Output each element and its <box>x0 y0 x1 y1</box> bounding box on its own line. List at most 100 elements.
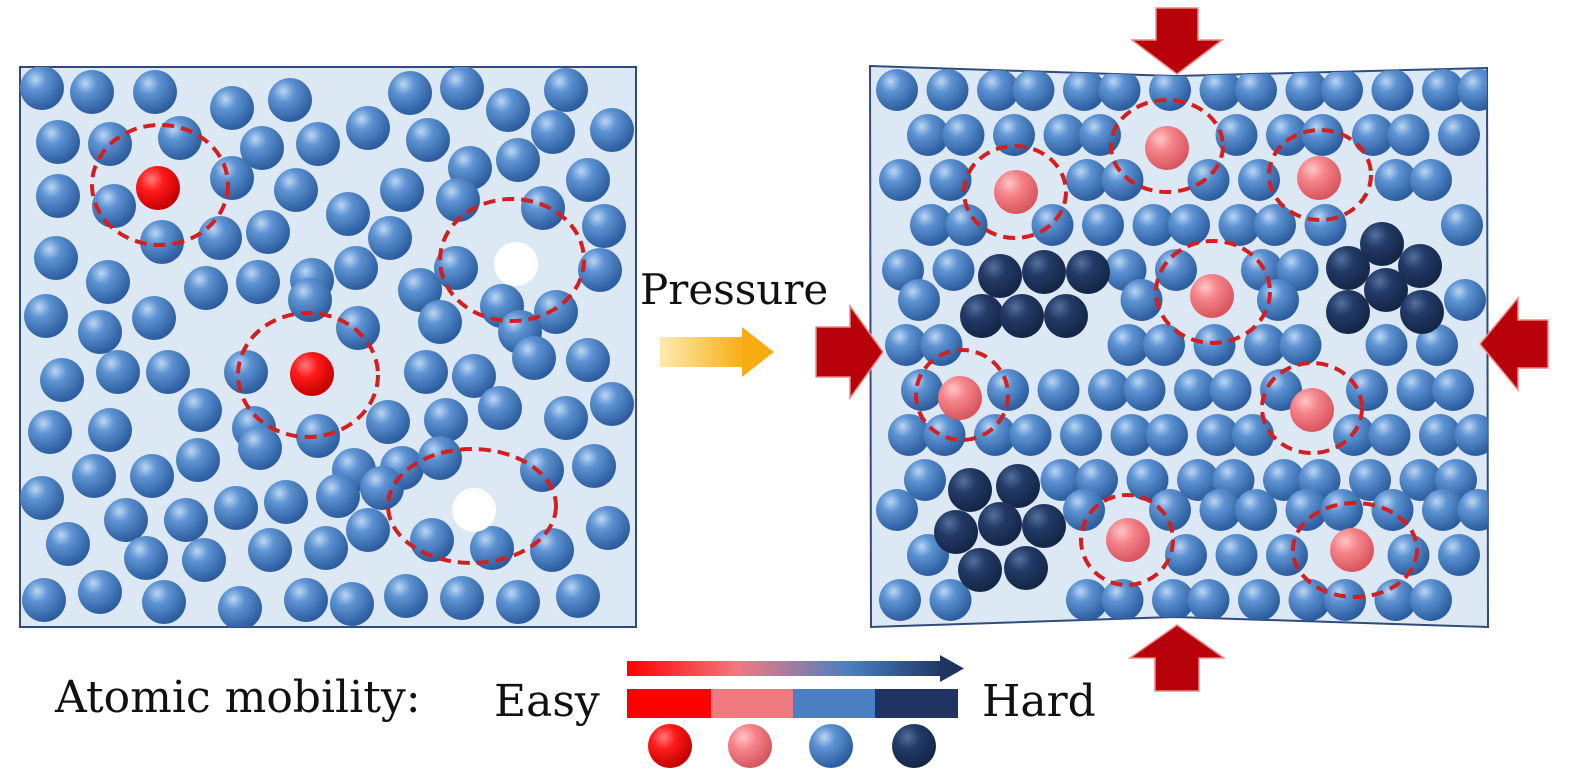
blue-atom <box>1218 204 1261 246</box>
blue-atom <box>932 249 975 291</box>
right-arrow-icon <box>815 303 884 401</box>
blue-atom <box>284 578 328 622</box>
blue-atom <box>1196 414 1239 456</box>
blue-atom <box>368 216 412 260</box>
blue-atom <box>1215 534 1258 576</box>
blue-atom <box>132 296 176 340</box>
blue-atom <box>1279 324 1322 366</box>
blue-atom <box>124 536 168 580</box>
blue-atom <box>1101 579 1144 621</box>
dark-atom <box>978 254 1022 298</box>
blue-atom <box>910 204 952 246</box>
blue-atom <box>1444 279 1486 321</box>
blue-atom <box>1454 414 1488 456</box>
blue-atom <box>198 216 242 260</box>
compressed-defect-rings <box>914 98 1419 599</box>
blue-atom <box>418 300 462 344</box>
blue-atom <box>1235 489 1277 531</box>
blue-atom <box>24 294 68 338</box>
blue-atom <box>246 210 290 254</box>
defect-ring <box>90 123 230 247</box>
defect-ring <box>386 447 558 565</box>
blue-atom <box>1126 459 1169 501</box>
defect-ring <box>438 197 586 323</box>
blue-atom <box>36 174 80 218</box>
blue-atom <box>879 579 921 621</box>
dark-atom <box>892 724 936 768</box>
mobility-color-scale <box>627 689 958 718</box>
dark-atom <box>1066 250 1110 294</box>
blue-atom <box>1346 369 1388 411</box>
blue-atom <box>78 310 122 354</box>
blue-atom <box>1199 489 1242 531</box>
blue-atom <box>1374 579 1417 621</box>
blue-atom <box>1187 579 1230 621</box>
blue-atom <box>1143 324 1185 366</box>
blue-atom <box>336 306 380 350</box>
blue-atom <box>296 122 340 166</box>
blue-atom <box>424 398 468 442</box>
defect-ring <box>1260 361 1364 455</box>
blue-atom <box>1066 579 1108 621</box>
blue-atom <box>70 70 114 114</box>
blue-atom <box>1238 579 1280 621</box>
blue-atom <box>530 528 574 572</box>
blue-atom <box>440 67 484 110</box>
hard-label: Hard <box>982 676 1096 727</box>
mobility-label: Atomic mobility: <box>54 672 421 723</box>
blue-atom <box>248 528 292 572</box>
blue-atom <box>176 438 220 482</box>
blue-atom <box>923 414 966 456</box>
pink-atom <box>1297 156 1341 200</box>
pink-atom <box>1190 274 1234 318</box>
blue-atom <box>1199 69 1242 111</box>
blue-atom <box>809 724 853 768</box>
defect-ring <box>962 144 1068 240</box>
blue-atom <box>1040 459 1083 501</box>
pink-atom <box>1145 126 1189 170</box>
blue-atom <box>436 178 480 222</box>
blue-atom <box>96 350 140 394</box>
blue-atom <box>36 120 80 164</box>
blue-atom <box>1215 114 1258 156</box>
blue-atom <box>142 580 186 624</box>
blue-atom <box>1410 579 1452 621</box>
pink-atom <box>1290 388 1334 432</box>
blue-atom <box>586 506 630 550</box>
dark-atom <box>1360 222 1404 266</box>
blue-atom <box>1107 324 1150 366</box>
blue-atom <box>478 386 522 430</box>
blue-atom <box>1098 69 1141 111</box>
blue-atom <box>88 408 132 452</box>
blue-atom <box>78 570 122 614</box>
dark-atom <box>960 294 1004 338</box>
left-arrow-icon <box>1479 295 1549 393</box>
blue-atom <box>346 106 390 150</box>
mobility-atom-examples <box>648 724 936 768</box>
blue-atom <box>1266 534 1308 576</box>
blue-atom <box>566 158 610 202</box>
dark-atom <box>1022 504 1066 548</box>
blue-atom <box>907 114 949 156</box>
blue-atom <box>1238 159 1280 201</box>
blue-atom <box>987 369 1029 411</box>
blue-atom <box>590 108 634 152</box>
pink-atom <box>1106 518 1150 562</box>
blue-atom <box>304 526 348 570</box>
blue-atom <box>521 186 565 230</box>
initial-defects <box>136 166 538 532</box>
pink-atom <box>938 376 982 420</box>
blue-atom <box>1432 369 1474 411</box>
blue-atom <box>1146 414 1188 456</box>
blue-atom <box>1368 414 1411 456</box>
blue-atom <box>1031 204 1074 246</box>
dark-atom <box>948 468 992 512</box>
blue-atom <box>40 358 84 402</box>
blue-atom <box>1457 489 1488 531</box>
blue-atom <box>572 444 616 488</box>
blue-atom <box>929 579 972 621</box>
dark-atom <box>1400 290 1444 334</box>
blue-atom <box>1232 414 1274 456</box>
blue-atom <box>1254 204 1296 246</box>
blue-atom <box>1063 489 1105 531</box>
